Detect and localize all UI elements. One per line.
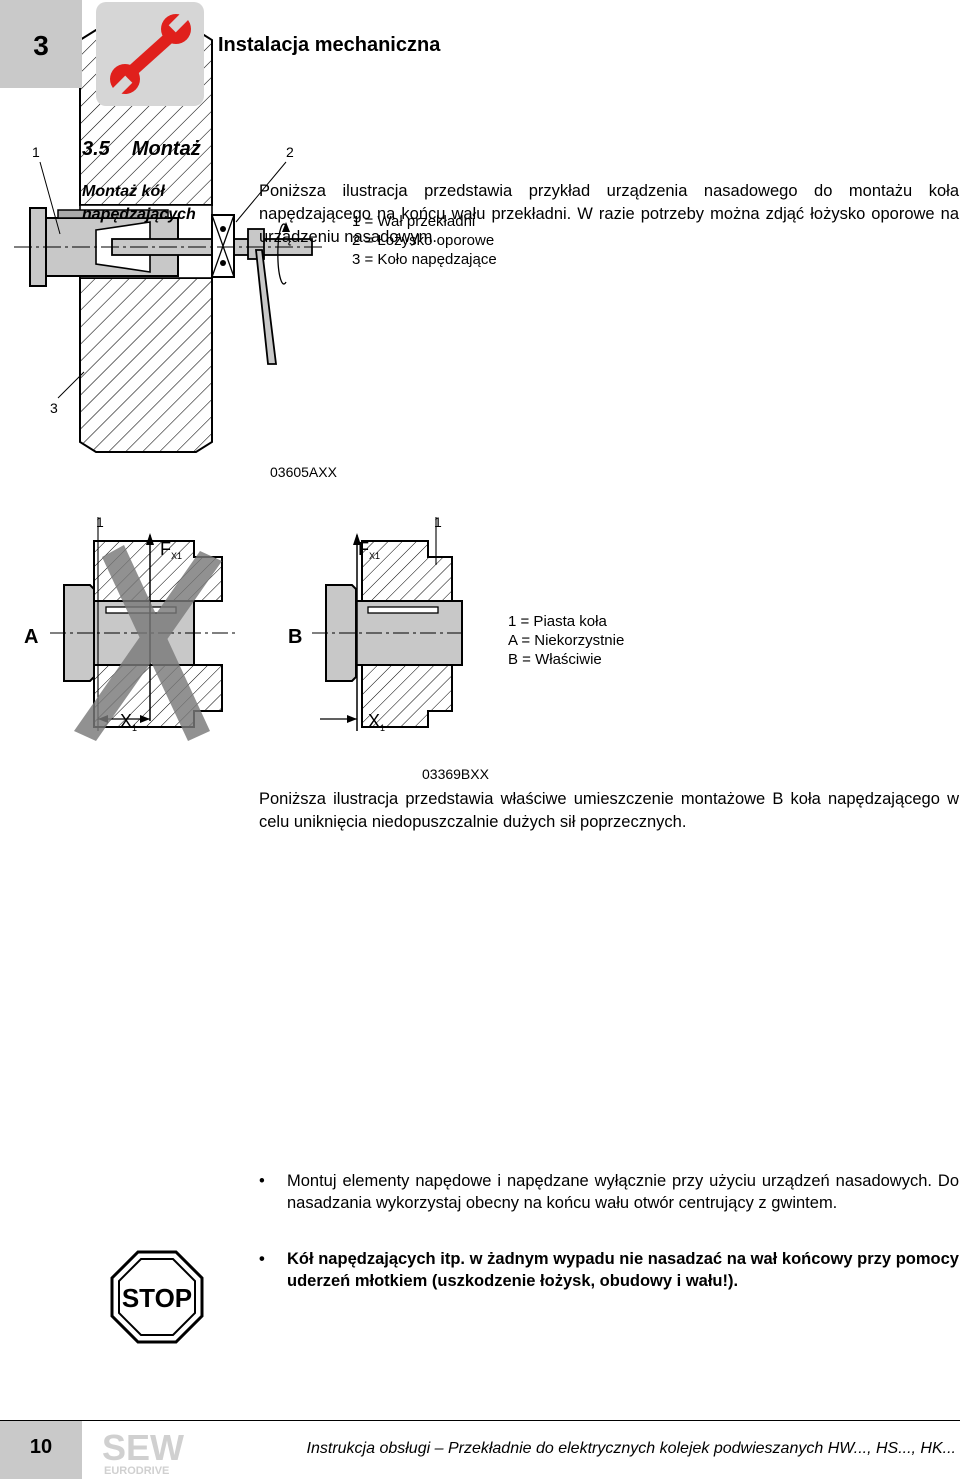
footer-document-title: Instrukcja obsługi – Przekładnie do elek… — [306, 1440, 956, 1457]
callout-2: 2 — [286, 144, 294, 160]
bullet-mark: • — [259, 1250, 265, 1268]
callout-3: 3 — [50, 400, 58, 416]
chapter-number: 3 — [33, 30, 49, 61]
label-a: A — [24, 626, 38, 648]
mounting-device-figure: 1 2 3 1 = Wał przekładni 2 = Łożysko opo… — [14, 13, 497, 480]
force-label-b: FX1 — [358, 539, 380, 561]
legend-item: 3 = Koło napędzające — [352, 251, 497, 268]
paragraph-intro: Poniższa ilustracja przedstawia przykład… — [259, 182, 959, 246]
wrong-cross-icon — [74, 545, 222, 741]
sew-logo: SEW EURODRIVE — [102, 1428, 184, 1476]
callout-1: 1 — [32, 144, 40, 160]
wrench-icon-box — [96, 2, 204, 106]
figure-code: 03369BXX — [422, 766, 490, 782]
stop-sign-icon: STOP — [110, 1250, 204, 1344]
footer-tab — [0, 1421, 82, 1479]
chapter-tab — [0, 0, 82, 88]
legend-item: 2 = Łożysko oporowe — [352, 232, 494, 249]
footer-rule — [0, 1420, 960, 1421]
legend-item: A = Niekorzystnie — [508, 632, 624, 649]
force-label-a: FX1 — [160, 539, 182, 561]
paragraph-placement: Poniższa ilustracja przedstawia właściwe… — [259, 790, 959, 831]
side-title: Montaż kół napędzających — [82, 183, 196, 223]
instruction-list: • Montuj elementy napędowe i napędzane w… — [259, 1170, 959, 1292]
distance-label-b: X1 — [368, 711, 385, 733]
section-number: 3.5 — [82, 138, 110, 160]
list-item-warning: • Kół napędzających itp. w żadnym wypadu… — [259, 1248, 959, 1292]
legend-item: B = Właściwie — [508, 651, 602, 668]
logo-text: SEW — [102, 1428, 184, 1468]
bullet-mark: • — [259, 1172, 265, 1190]
chapter-title: Instalacja mechaniczna — [218, 34, 441, 56]
wrench-icon — [109, 9, 192, 99]
figure-code: 03605AXX — [270, 464, 338, 480]
logo-subtext: EURODRIVE — [104, 1465, 169, 1476]
callout-1-b: 1 — [434, 514, 442, 530]
legend-item: 1 = Wał przekładni — [352, 213, 475, 230]
callout-1-a: 1 — [96, 514, 104, 530]
label-b: B — [288, 626, 302, 648]
variant-a-unfavorable — [50, 517, 236, 741]
bullet-text: Kół napędzających itp. w żadnym wypadu n… — [287, 1250, 959, 1290]
variant-b-correct — [312, 517, 466, 731]
legend-item: 1 = Piasta koła — [508, 613, 607, 630]
section-title: Montaż — [131, 138, 201, 160]
stop-text: STOP — [122, 1283, 192, 1313]
placement-figure: A 1 FX1 X1 B 1 FX1 X1 1 = Piasta koła A … — [24, 514, 624, 782]
list-item: • Montuj elementy napędowe i napędzane w… — [259, 1170, 959, 1214]
section-heading: 3.5 Montaż — [82, 138, 201, 161]
bullet-text: Montuj elementy napędowe i napędzane wył… — [287, 1172, 959, 1212]
distance-label-a: X1 — [120, 711, 137, 733]
page-number: 10 — [29, 1436, 53, 1458]
